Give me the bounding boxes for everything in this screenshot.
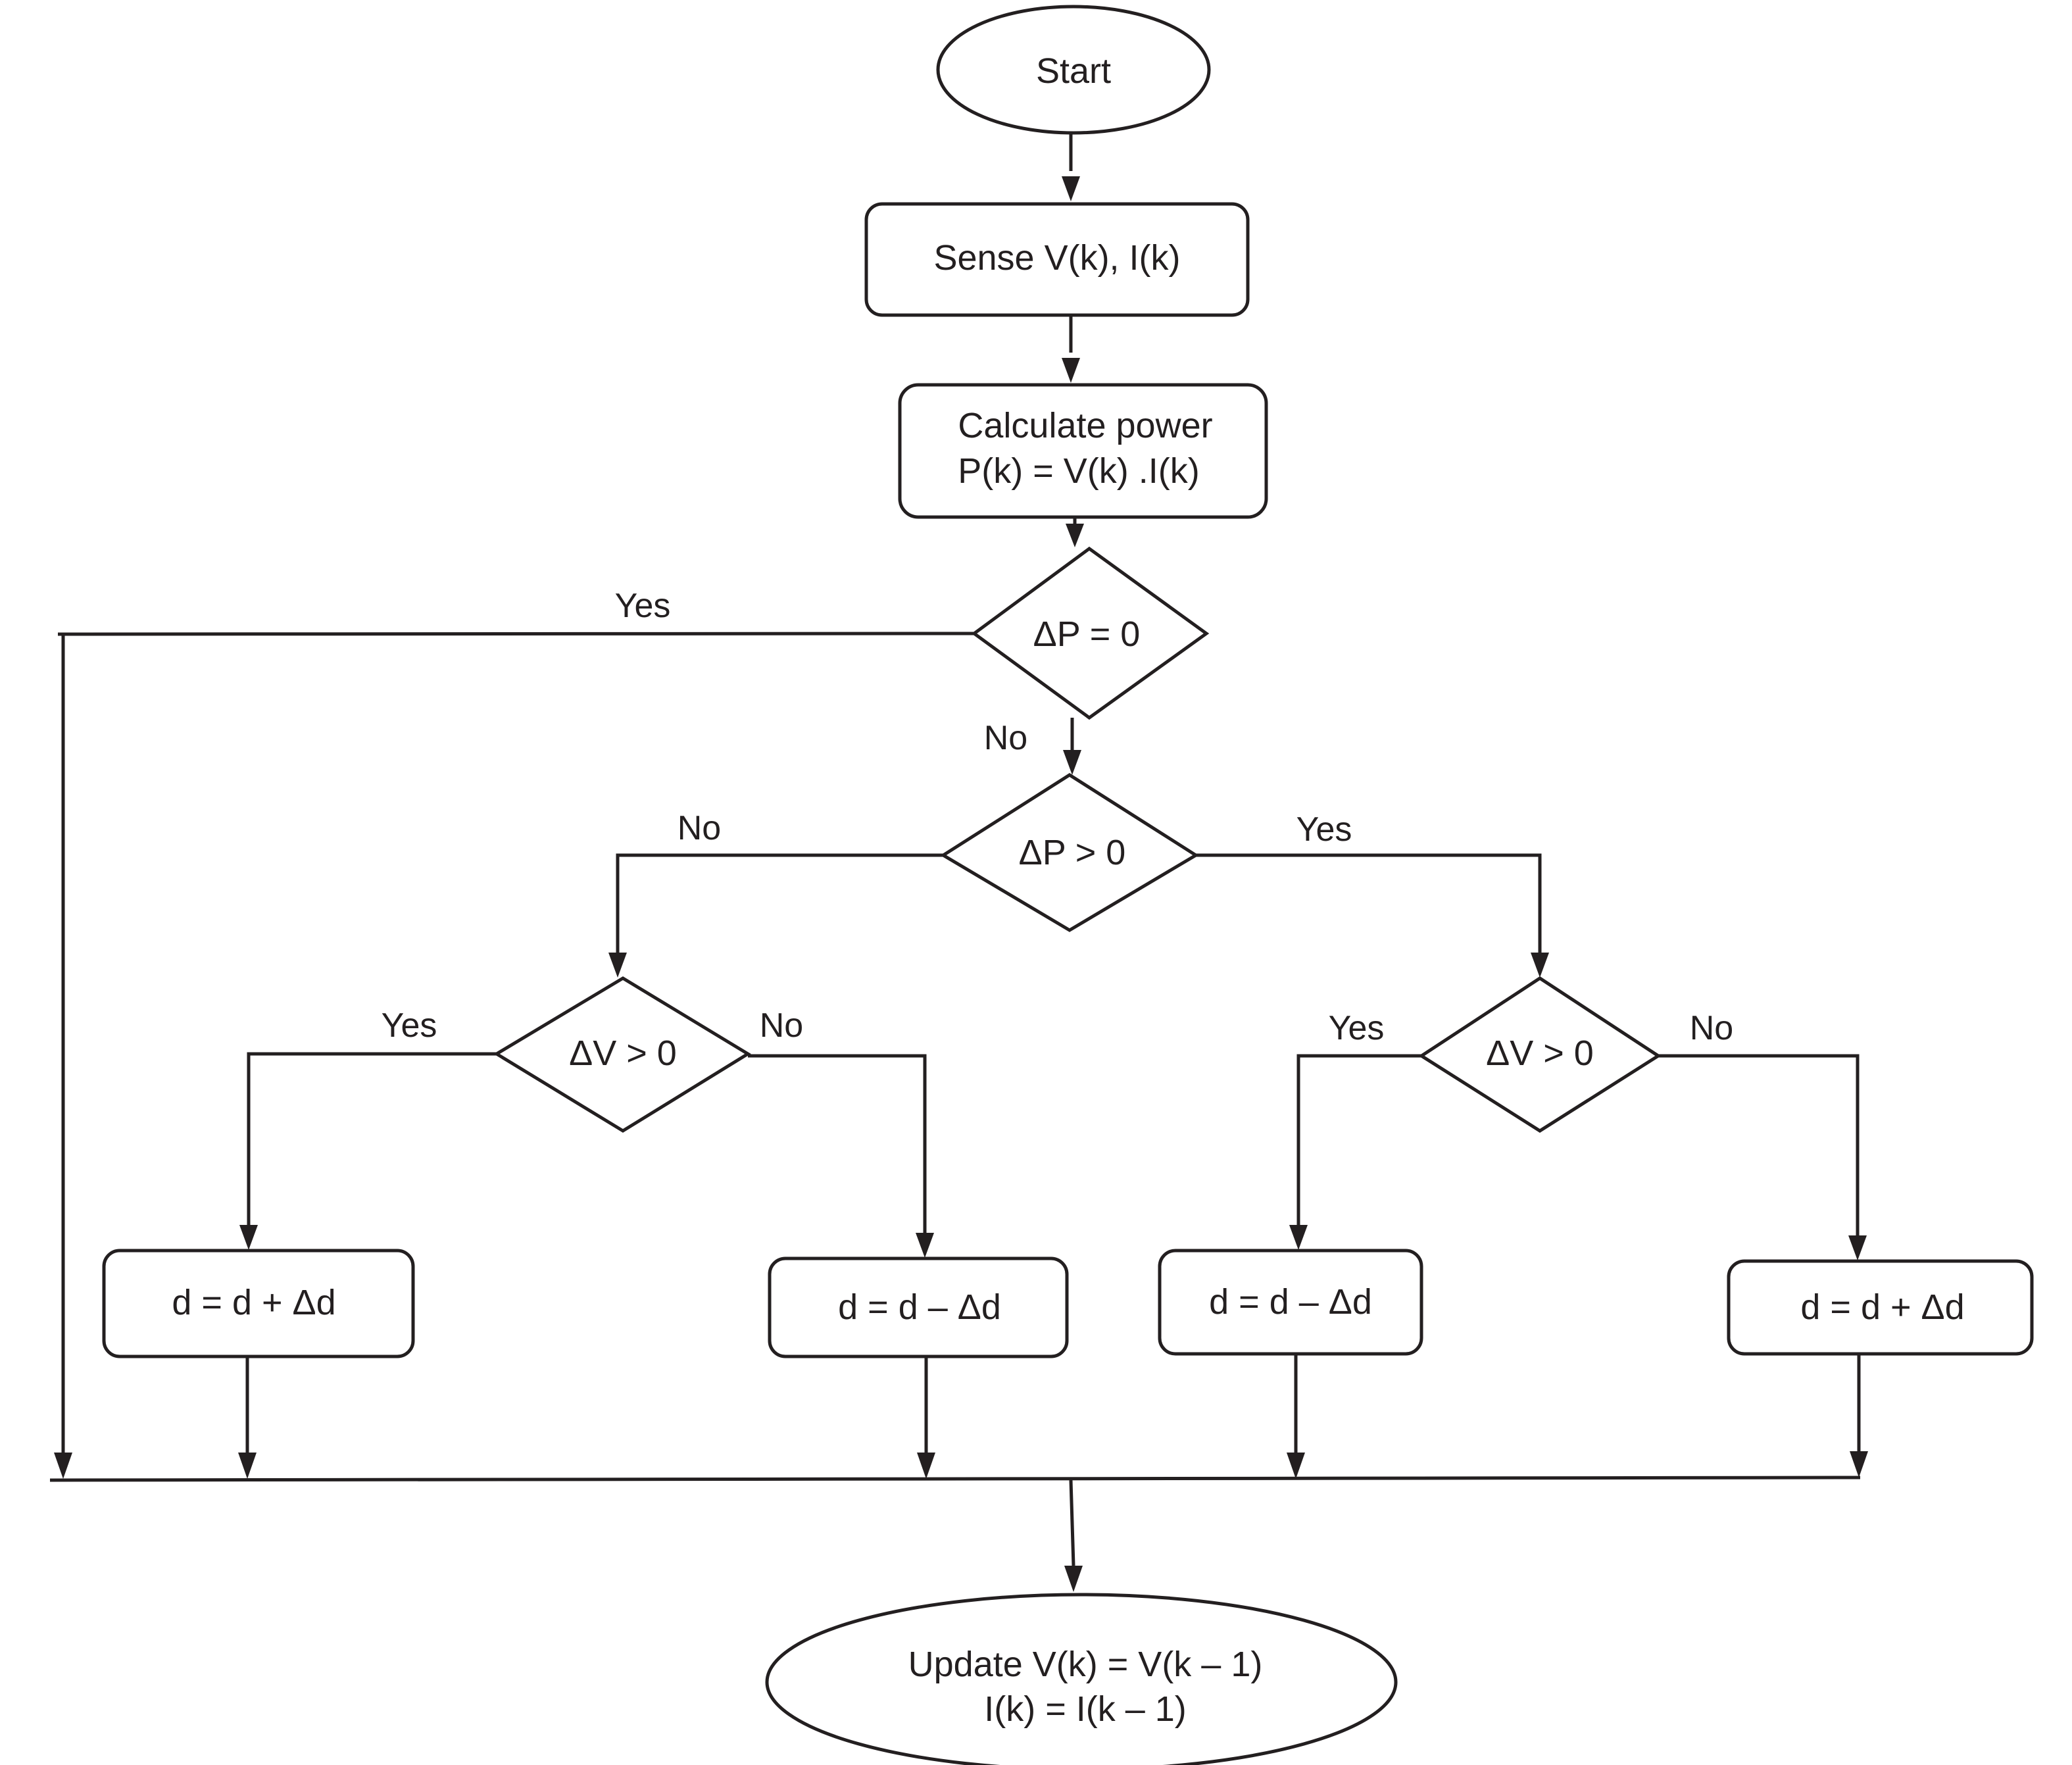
node-dp-zero-label: ΔP = 0 bbox=[1033, 614, 1141, 654]
edge-dvright-yes bbox=[1296, 1054, 1421, 1225]
edge-label-dvleft-yes: Yes bbox=[382, 1007, 437, 1045]
node-inc-left-label: d = d + Δd bbox=[172, 1283, 335, 1322]
arrow-head bbox=[1287, 1453, 1305, 1479]
arrow-head bbox=[1289, 1225, 1308, 1250]
arrow-head bbox=[1064, 1566, 1083, 1592]
node-update-label-line2: I(k) = I(k – 1) bbox=[984, 1689, 1187, 1729]
edge-label-dvright-yes: Yes bbox=[1329, 1009, 1385, 1047]
node-update: Update V(k) = V(k – 1) I(k) = I(k – 1) bbox=[765, 1593, 1398, 1765]
node-dv-right: ΔV > 0 bbox=[1418, 976, 1662, 1133]
arrow-head bbox=[239, 1225, 258, 1250]
node-inc-right-label: d = d + Δd bbox=[1800, 1287, 1964, 1327]
edge-label-dpzero-no: No bbox=[984, 719, 1027, 757]
node-dv-left: ΔV > 0 bbox=[493, 976, 751, 1133]
node-update-label-line1: Update V(k) = V(k – 1) bbox=[908, 1645, 1263, 1684]
node-calc-label-line2: P(k) = V(k) .I(k) bbox=[958, 451, 1199, 491]
node-sense-label: Sense V(k), I(k) bbox=[933, 238, 1180, 278]
edge-dvright-no bbox=[1658, 1054, 1860, 1235]
node-dec-right-label: d = d – Δd bbox=[1209, 1282, 1372, 1322]
node-inc-left: d = d + Δd bbox=[102, 1249, 415, 1358]
node-dec-left-label: d = d – Δd bbox=[838, 1287, 1001, 1327]
arrow-head bbox=[1850, 1451, 1868, 1478]
arrow-head bbox=[608, 953, 627, 978]
edge-dppos-no bbox=[616, 853, 943, 953]
edge-dppos-yes bbox=[1196, 853, 1542, 953]
arrow-head bbox=[1531, 953, 1549, 978]
node-dp-zero: ΔP = 0 bbox=[971, 546, 1210, 720]
arrow-head bbox=[917, 1453, 935, 1479]
edge-label-dpzero-yes: Yes bbox=[615, 587, 671, 625]
node-dv-left-label: ΔV > 0 bbox=[569, 1033, 677, 1073]
node-dp-pos: ΔP > 0 bbox=[940, 773, 1199, 932]
edge-dvleft-no bbox=[748, 1054, 927, 1233]
edge-label-dvleft-no: No bbox=[760, 1007, 803, 1045]
arrow-head bbox=[916, 1233, 934, 1258]
node-calc-label-line1: Calculate power bbox=[958, 406, 1212, 445]
edge-collector-update bbox=[1069, 1479, 1075, 1566]
arrow-head bbox=[1062, 358, 1080, 383]
node-start-label: Start bbox=[1036, 51, 1111, 91]
arrow-head bbox=[1062, 176, 1080, 201]
node-sense: Sense V(k), I(k) bbox=[864, 202, 1250, 317]
arrow-head bbox=[238, 1453, 257, 1479]
node-inc-right: d = d + Δd bbox=[1727, 1259, 2034, 1356]
arrow-head bbox=[1063, 750, 1081, 775]
edge-label-dppos-no: No bbox=[678, 809, 721, 847]
node-dec-right: d = d – Δd bbox=[1158, 1249, 1423, 1356]
edge-label-dppos-yes: Yes bbox=[1296, 810, 1352, 849]
arrow-head bbox=[54, 1453, 72, 1479]
edge-dvleft-yes bbox=[247, 1052, 497, 1225]
node-dp-pos-label: ΔP > 0 bbox=[1019, 833, 1126, 872]
node-dv-right-label: ΔV > 0 bbox=[1486, 1033, 1594, 1073]
arrow-head bbox=[1066, 524, 1084, 547]
collector-line bbox=[49, 1476, 1861, 1482]
arrow-head bbox=[1848, 1235, 1867, 1260]
node-start: Start bbox=[936, 5, 1211, 135]
node-calc: Calculate power P(k) = V(k) .I(k) bbox=[898, 383, 1268, 519]
edge-label-dvright-no: No bbox=[1690, 1009, 1733, 1047]
node-dec-left: d = d – Δd bbox=[768, 1256, 1069, 1358]
